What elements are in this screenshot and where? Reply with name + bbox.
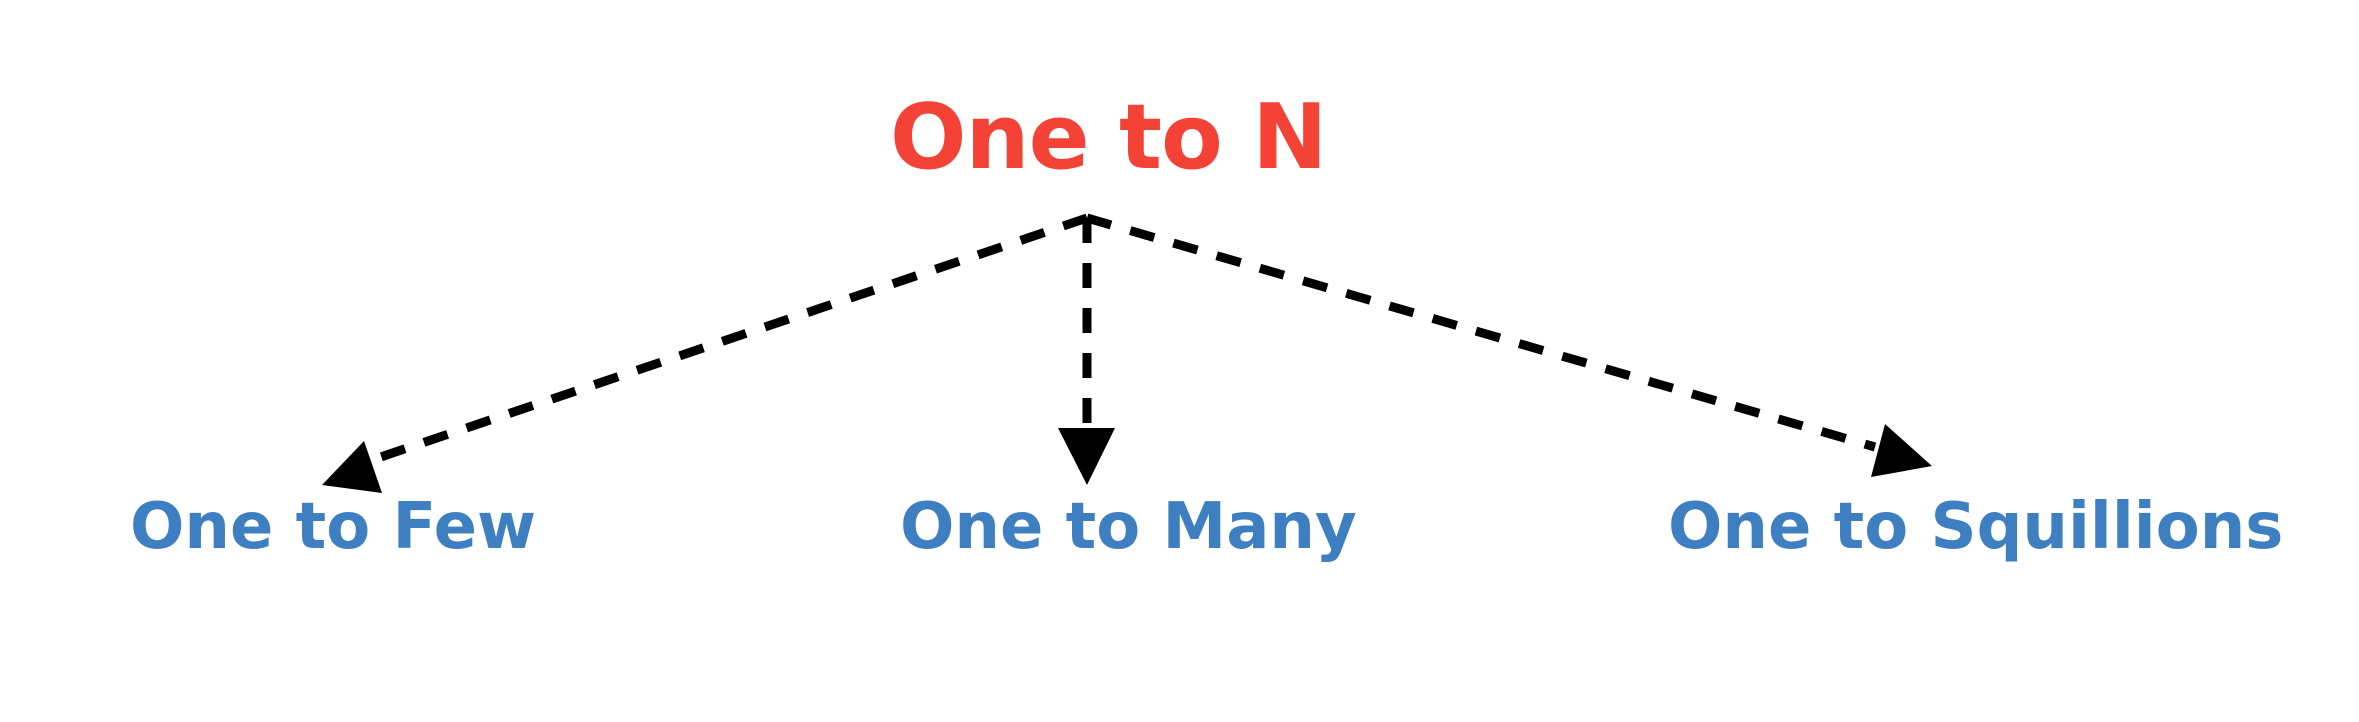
arrowhead-many <box>1058 428 1115 485</box>
child-node-one-to-many: One to Many <box>900 490 1357 564</box>
child-node-one-to-few: One to Few <box>130 490 537 564</box>
arrow-to-one-to-squillions <box>1085 213 1932 477</box>
arrow-to-one-to-many <box>1058 218 1115 485</box>
arrow-line-few <box>361 213 1089 468</box>
arrow-line-squillions <box>1085 213 1877 452</box>
child-node-one-to-squillions: One to Squillions <box>1668 490 2284 564</box>
root-node-title: One to N <box>890 85 1327 190</box>
arrowhead-few <box>322 441 382 493</box>
arrowhead-squillions <box>1871 424 1932 477</box>
arrow-to-one-to-few <box>322 213 1089 493</box>
